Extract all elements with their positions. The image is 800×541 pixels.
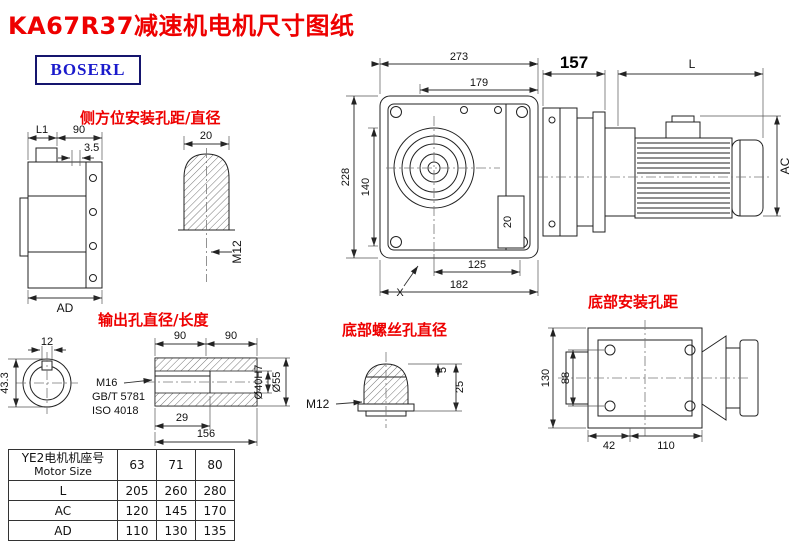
front-view: 20 273 179 228 140 125 [340, 51, 539, 299]
label-bottom-screw-hole: 底部螺丝孔直径 [342, 321, 448, 339]
bottom-dim42-label: 42 [603, 440, 615, 452]
table-header-cell: YE2电机机座号 Motor Size [8, 449, 118, 481]
side-hole-thread-label: M12 [230, 240, 244, 264]
output-key-height-label: 43.3 [0, 372, 11, 393]
motor-diameter-label: AC [778, 157, 792, 174]
front-flange-width-label: 179 [470, 77, 488, 89]
front-bottom-width1-label: 125 [468, 259, 486, 271]
brand-logo: BOSERL [35, 55, 141, 85]
side-hole-width-label: 20 [200, 130, 212, 142]
bolt-detail: 5 25 M12 [306, 352, 466, 428]
output-key-width-label: 12 [41, 336, 53, 348]
output-shaft-detail: 12 43.3 90 90 M16 GB/T 5781 ISO [0, 330, 290, 446]
side-hole-detail: 20 M12 [178, 130, 244, 282]
table-cell: 120 [117, 500, 157, 521]
label-bottom-mount-holes: 底部安装孔距 [588, 293, 679, 311]
table-cell: 135 [195, 520, 235, 541]
bottom-height88-label: 88 [560, 372, 572, 384]
motor-size-table: YE2电机机座号 Motor Size 63 71 80 L 205 260 2… [8, 449, 235, 541]
output-std-iso-label: ISO 4018 [92, 405, 138, 417]
table-row-AC: AC 120 145 170 [8, 500, 235, 521]
table-cell: 205 [117, 480, 157, 501]
motor-length-label: L [689, 57, 696, 71]
side-l1-label: L1 [36, 124, 48, 136]
label-side-mount-holes: 侧方位安装孔距/直径 [80, 109, 221, 127]
gearbox-side-view: L1 90 3.5 AD [19, 124, 103, 315]
output-bore-dia-label: Ø40H7 [253, 365, 265, 400]
table-row-label: AC [8, 500, 118, 521]
label-output-hole: 输出孔直径/长度 [98, 311, 209, 329]
table-cell: 260 [156, 480, 196, 501]
table-cell: 170 [195, 500, 235, 521]
bottom-height130-label: 130 [540, 369, 552, 387]
bolt-dim25-label: 25 [454, 381, 466, 393]
output-std-gb-label: GB/T 5781 [92, 391, 145, 403]
bottom-view: 130 88 42 110 [540, 320, 759, 452]
side-3-5-label: 3.5 [84, 142, 99, 154]
motor-side-view: 157 L AC [538, 53, 792, 237]
table-row-AD: AD 110 130 135 [8, 520, 235, 541]
table-cell: 145 [156, 500, 196, 521]
table-header-line1: YE2电机机座号 [21, 451, 105, 465]
front-center-height-label: 140 [360, 178, 372, 196]
table-header-line2: Motor Size [34, 465, 92, 478]
front-bottom-width2-label: 182 [450, 279, 468, 291]
table-row-label: L [8, 480, 118, 501]
output-key-length-label: 29 [176, 412, 188, 424]
table-cell: 280 [195, 480, 235, 501]
output-total-length-label: 156 [197, 428, 215, 440]
front-overall-width-label: 273 [450, 51, 468, 63]
motor-adapter-length-label: 157 [560, 53, 588, 72]
front-overall-height-label: 228 [340, 168, 352, 186]
bolt-thread-label: M12 [306, 397, 330, 411]
table-header-row: YE2电机机座号 Motor Size 63 71 80 [8, 449, 235, 481]
bottom-dim110-label: 110 [657, 440, 675, 452]
side-ad-label: AD [57, 301, 74, 315]
output-thread-label: M16 [96, 377, 117, 389]
front-key-dim-label: 20 [502, 216, 514, 228]
table-row-L: L 205 260 280 [8, 480, 235, 501]
table-size-63: 63 [117, 449, 157, 481]
output-half-length2-label: 90 [225, 330, 237, 342]
side-90-label: 90 [73, 124, 85, 136]
table-row-label: AD [8, 520, 118, 541]
table-cell: 110 [117, 520, 157, 541]
table-size-71: 71 [156, 449, 196, 481]
output-outer-dia-label: Ø55 [271, 372, 283, 393]
bolt-dim5-label: 5 [437, 367, 449, 373]
output-half-length1-label: 90 [174, 330, 186, 342]
page-title: KA67R37减速机电机尺寸图纸 [8, 12, 355, 40]
front-section-mark-label: X [396, 287, 404, 299]
table-cell: 130 [156, 520, 196, 541]
table-size-80: 80 [195, 449, 235, 481]
